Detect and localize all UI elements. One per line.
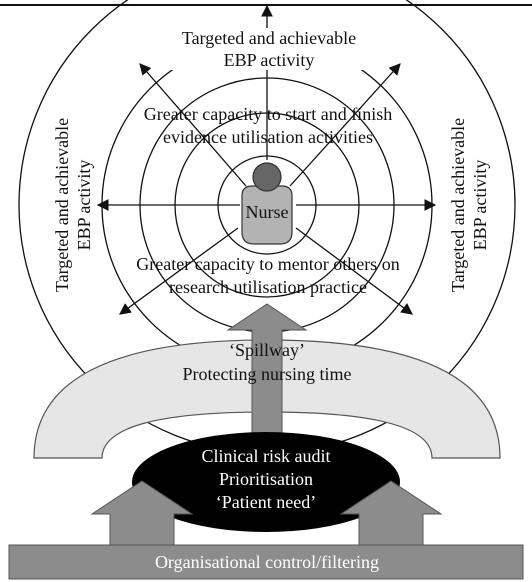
core-ellipse [132,432,400,532]
top-label-bg [168,28,366,70]
radiating-arrows [96,4,437,315]
nurse-body [241,185,293,245]
arrow-upper-left [139,63,247,187]
lower-center-line2: research utilisation practice [169,277,367,297]
spillway-line1: ‘Spillway’ [229,340,305,360]
spillway-line2: Protecting nursing time [183,364,352,384]
footer-bar-label: Organisational control/filtering [155,552,379,572]
left-label: Targeted and achievable EBP activity [52,118,94,292]
arrow-lower-left [119,227,239,315]
top-label-line2: EBP activity [224,50,315,70]
arrow-upper-right [289,63,401,187]
nurse-head [252,162,282,192]
nurse-label: Nurse [246,202,289,222]
left-label-line1: Targeted and achievable [52,118,72,292]
footer-bar [8,544,524,580]
core-line1: Clinical risk audit [202,446,331,466]
arrow-lower-right [295,227,413,315]
core-line3: ‘Patient need’ [216,492,316,512]
right-label-line1: Targeted and achievable [448,118,468,292]
right-label-line2: EBP activity [470,160,490,251]
upper-center-line2: evidence utilisation activities [163,127,373,147]
nurse-figure: Nurse [241,162,293,245]
right-label: Targeted and achievable EBP activity [448,118,490,292]
upper-center-line1: Greater capacity to start and finish [144,104,392,124]
lower-center-line1: Greater capacity to mentor others on [136,254,399,274]
left-label-line2: EBP activity [74,160,94,251]
core-line2: Prioritisation [219,469,313,489]
top-label-line1: Targeted and achievable [182,28,356,48]
